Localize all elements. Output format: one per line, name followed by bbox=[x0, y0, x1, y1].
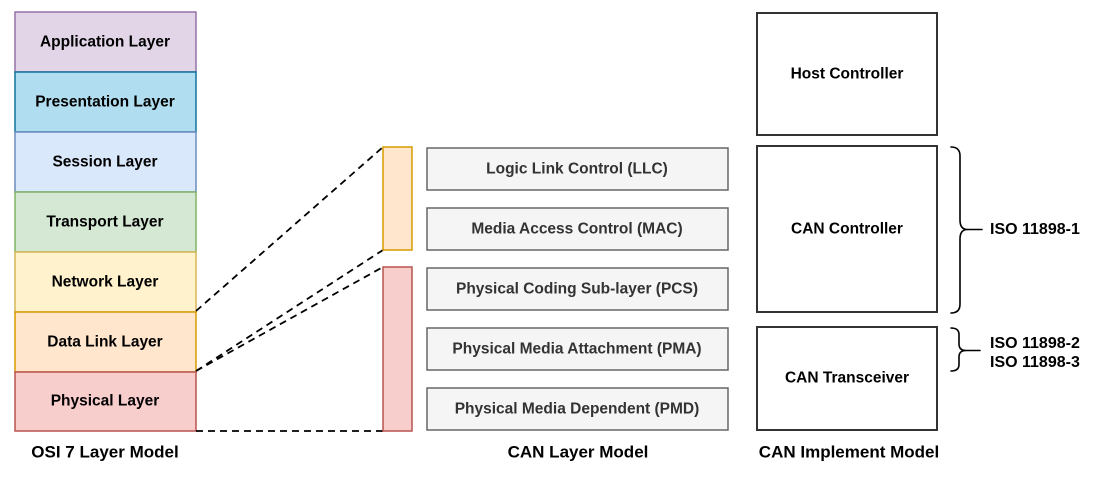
osi-stack: Application Layer Presentation Layer Ses… bbox=[14, 11, 197, 462]
iso-annotations: ISO 11898-1 ISO 11898-2 ISO 11898-3 bbox=[950, 146, 1080, 372]
host-controller-label: Host Controller bbox=[791, 66, 904, 83]
can-box-pma bbox=[426, 327, 729, 371]
can-box-pma-label: Physical Media Attachment (PMA) bbox=[452, 341, 701, 358]
can-box-mac bbox=[426, 207, 729, 251]
mapping-lines bbox=[195, 146, 384, 432]
iso-11898-2-label: ISO 11898-2 bbox=[990, 335, 1080, 352]
osi-layer-network-label: Network Layer bbox=[52, 274, 159, 291]
osi-layer-presentation bbox=[14, 71, 197, 133]
can-layer-model: Logic Link Control (LLC) Media Access Co… bbox=[426, 147, 729, 462]
can-controller-label: CAN Controller bbox=[791, 221, 903, 238]
osi-layer-datalink bbox=[14, 311, 197, 373]
osi-layer-application-label: Application Layer bbox=[40, 34, 170, 51]
osi-layer-session bbox=[14, 131, 197, 193]
osi-layer-physical-label: Physical Layer bbox=[51, 393, 160, 410]
osi-layer-datalink-label: Data Link Layer bbox=[47, 334, 162, 351]
datalink-bottom-mapping-line bbox=[195, 249, 384, 372]
osi-layer-session-label: Session Layer bbox=[52, 154, 157, 171]
physical-span-bar bbox=[382, 266, 413, 432]
can-transceiver-label: CAN Transceiver bbox=[785, 370, 909, 387]
can-implement-model: Host Controller CAN Controller CAN Trans… bbox=[756, 12, 939, 462]
osi-layer-application bbox=[14, 11, 197, 73]
can-transceiver-brace-icon bbox=[950, 327, 967, 372]
can-implement-model-caption: CAN Implement Model bbox=[759, 443, 939, 462]
can-box-pcs-label: Physical Coding Sub-layer (PCS) bbox=[456, 281, 698, 298]
can-box-pmd-label: Physical Media Dependent (PMD) bbox=[455, 401, 700, 418]
can-box-llc bbox=[426, 147, 729, 191]
datalink-span-bar bbox=[382, 146, 413, 251]
osi-layer-transport-label: Transport Layer bbox=[46, 214, 163, 231]
iso-11898-3-label: ISO 11898-3 bbox=[990, 354, 1080, 371]
osi-layer-presentation-label: Presentation Layer bbox=[35, 94, 175, 111]
can-layer-model-caption: CAN Layer Model bbox=[508, 443, 649, 462]
physical-top-mapping-line bbox=[195, 266, 384, 372]
can-box-llc-label: Logic Link Control (LLC) bbox=[486, 161, 668, 178]
osi-layer-physical bbox=[14, 371, 197, 432]
datalink-top-mapping-line bbox=[195, 146, 384, 312]
can-transceiver-box bbox=[756, 326, 938, 431]
can-controller-box bbox=[756, 145, 938, 313]
host-controller-box bbox=[756, 12, 938, 136]
can-box-mac-label: Media Access Control (MAC) bbox=[471, 221, 682, 238]
can-controller-brace-icon bbox=[950, 146, 968, 314]
iso-11898-1-label: ISO 11898-1 bbox=[990, 221, 1080, 238]
can-box-pcs bbox=[426, 267, 729, 311]
can-box-pmd bbox=[426, 387, 729, 431]
osi-model-caption: OSI 7 Layer Model bbox=[31, 443, 178, 462]
osi-layer-transport bbox=[14, 191, 197, 253]
